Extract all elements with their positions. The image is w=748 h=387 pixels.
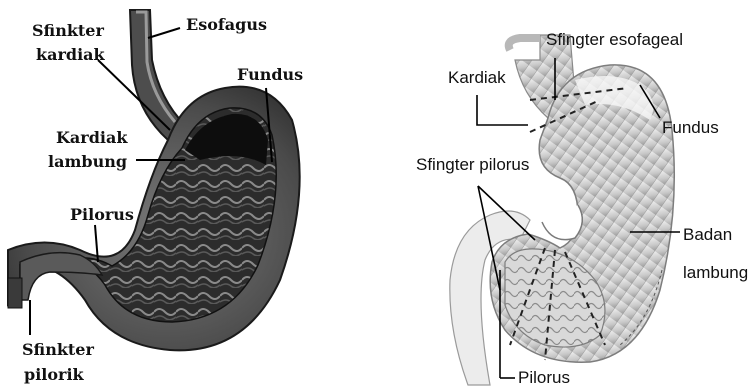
label-pilorus-right: Pilorus (518, 368, 570, 387)
label-sfinkter-pilorik-line1: Sfinkter (22, 340, 94, 359)
label-sfinkter-kardiak-line1: Sfinkter (32, 21, 104, 40)
label-pilorus-left: Pilorus (70, 205, 134, 224)
label-sfinkter-kardiak-line2: kardiak (36, 45, 106, 64)
label-kardiak-right: Kardiak (448, 68, 506, 87)
label-badan-lambung-line2: lambung (683, 263, 748, 282)
label-kardiak-lambung-line2: lambung (48, 152, 127, 171)
label-sfingter-pilorus: Sfingter pilorus (416, 155, 529, 174)
label-fundus-right: Fundus (662, 118, 719, 137)
label-sfinkter-pilorik-line2: pilorik (24, 365, 85, 384)
label-esofagus: Esofagus (186, 15, 267, 34)
label-badan-lambung-line1: Badan (683, 225, 732, 244)
label-sfingter-esofageal: Sfingter esofageal (546, 30, 683, 49)
label-fundus-left: Fundus (237, 65, 303, 84)
label-kardiak-lambung-line1: Kardiak (56, 128, 128, 147)
